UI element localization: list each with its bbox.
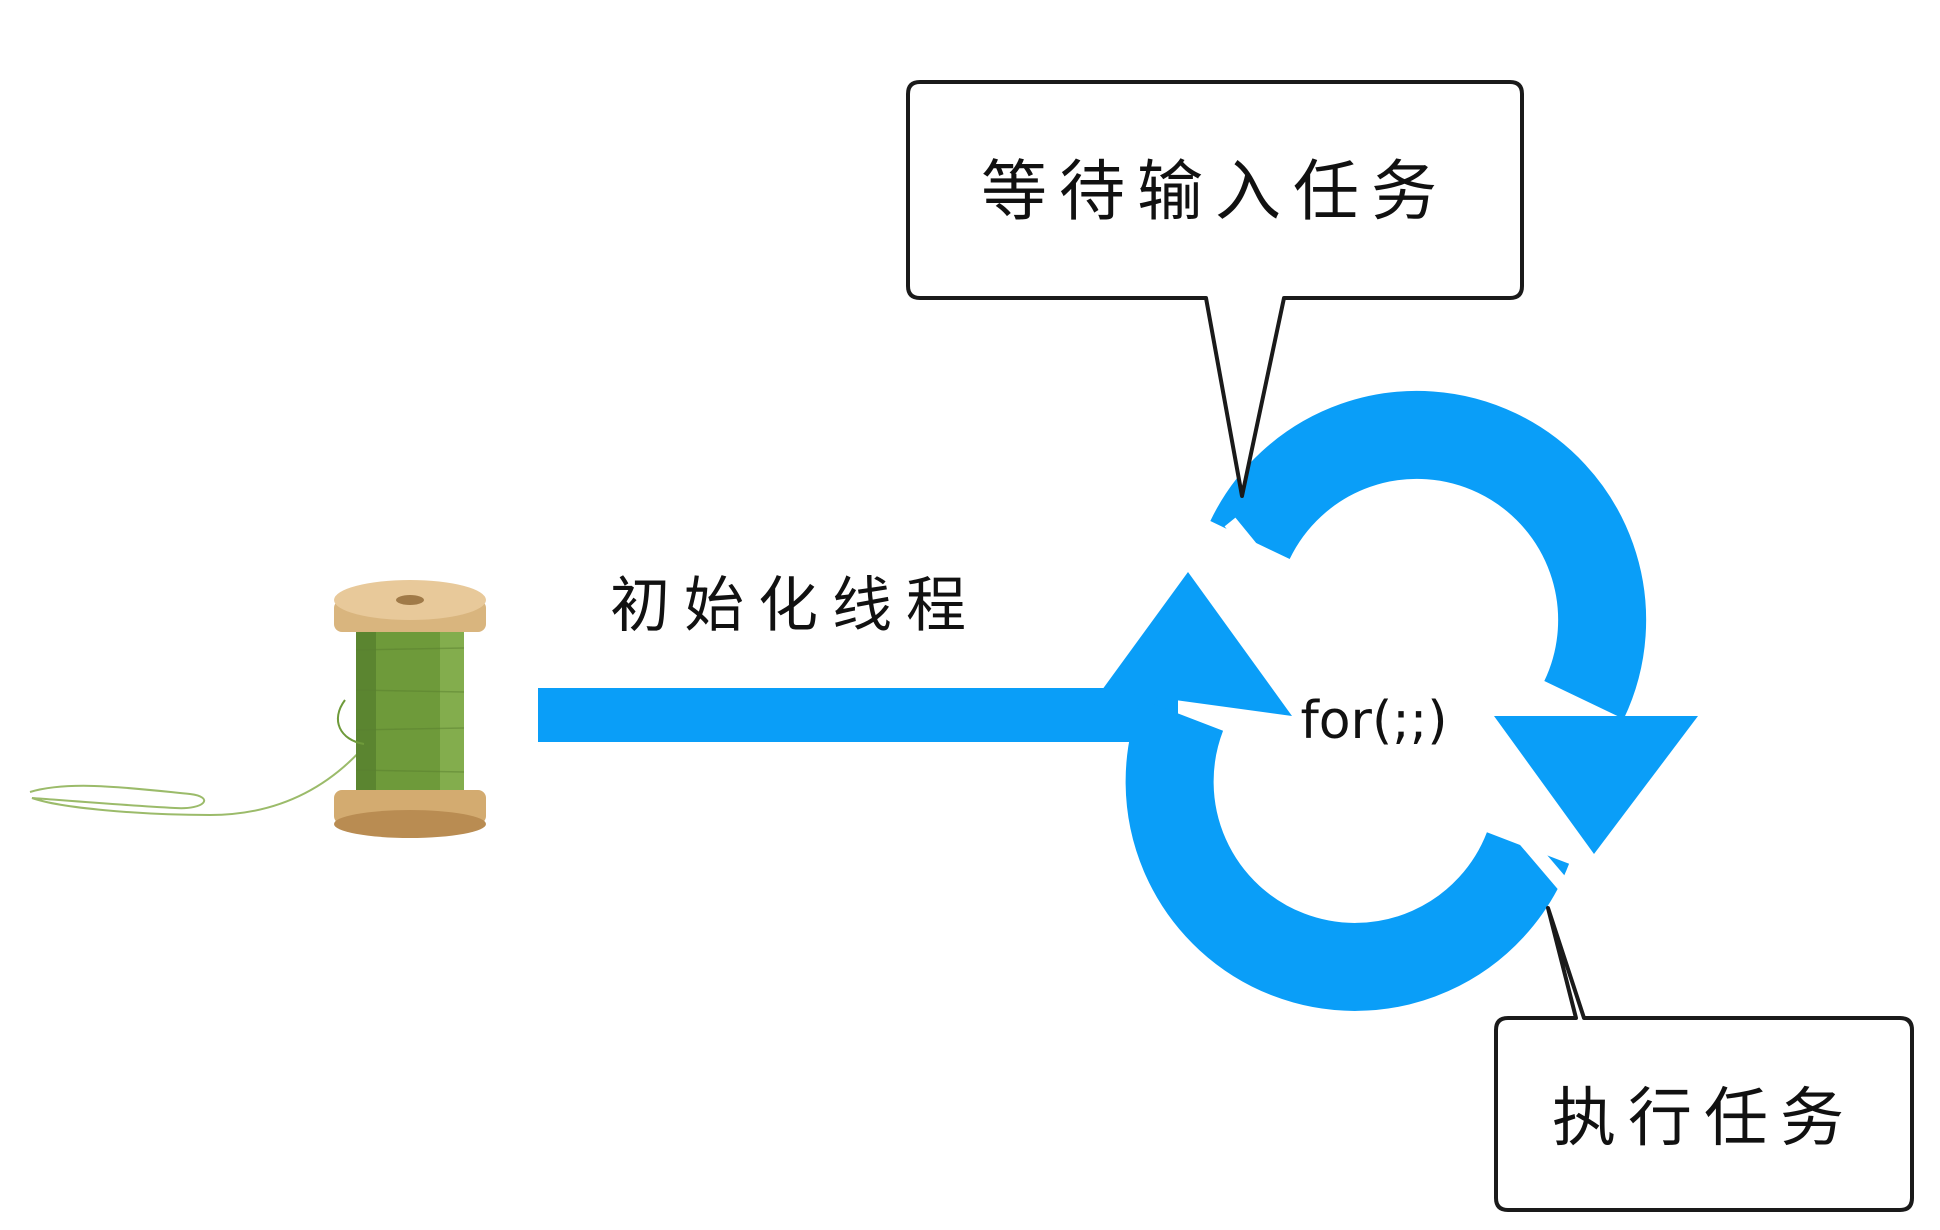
thread-spool-image — [29, 580, 486, 838]
loop-arrows — [1102, 390, 1698, 1011]
wait-input-label: 等待输入任务 — [981, 153, 1449, 230]
init-thread-label: 初始化线程 — [610, 571, 980, 641]
init-arrow-shaft — [538, 688, 1178, 742]
loop-label: for(;;) — [1300, 691, 1447, 751]
execute-label: 执行任务 — [1552, 1082, 1856, 1156]
wait-input-bubble — [906, 80, 1524, 498]
execute-bubble — [1494, 906, 1914, 1212]
